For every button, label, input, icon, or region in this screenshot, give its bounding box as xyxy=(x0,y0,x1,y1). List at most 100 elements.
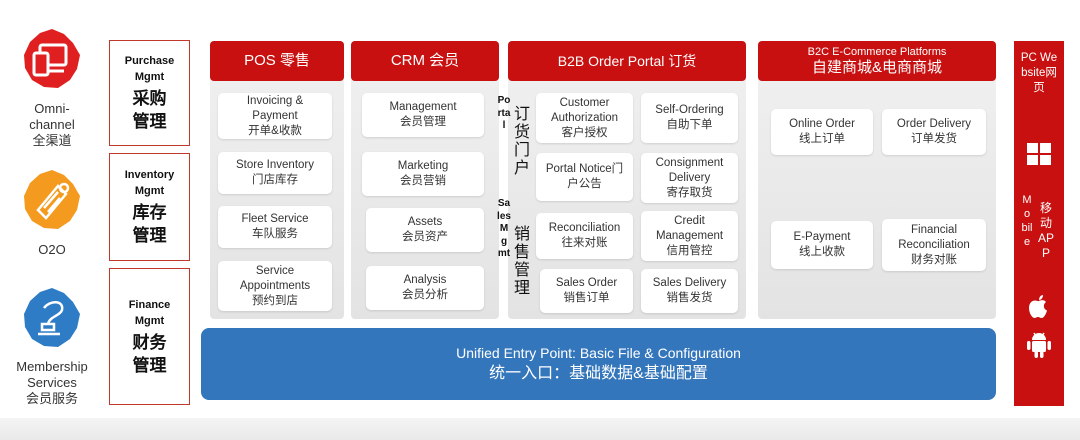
pos-panel: POS 零售 Invoicing & Payment 开单&收款 Store I… xyxy=(210,41,344,319)
pos-item-zh: 车队服务 xyxy=(252,228,298,240)
mobile-label-en: Mobile xyxy=(1021,194,1033,248)
channel-o2o-label: O2O xyxy=(38,242,66,257)
inventory-mgmt-box: Inventory Mgmt 库存 管理 xyxy=(109,153,190,261)
b2b-item-consignment-delivery: Consignment Delivery 寄存取货 xyxy=(641,153,738,203)
crm-panel: CRM 会员 Management 会员管理 Marketing 会员营销 As… xyxy=(351,41,499,319)
b2c-panel: B2C E-Commerce Platforms 自建商城&电商商城 Onlin… xyxy=(758,41,996,319)
crm-item-en: Analysis xyxy=(403,274,447,286)
finance-mgmt-en-1: Finance xyxy=(128,298,171,311)
pos-item-en-1: Store Inventory xyxy=(236,159,314,171)
b2c-item-zh: 线上收款 xyxy=(799,246,845,258)
finance-mgmt-en-2: Mgmt xyxy=(134,314,165,327)
floor-shadow xyxy=(0,418,1080,440)
b2b-item-sales-delivery: Sales Delivery 销售发货 xyxy=(641,269,738,313)
crm-item-en: Marketing xyxy=(397,160,449,172)
pos-item-en-2: Appointments xyxy=(239,279,311,292)
b2c-item-en-1: Financial xyxy=(910,223,958,236)
b2b-sales-label-zh: 销售管理 xyxy=(513,226,530,297)
pos-item-en-1: Invoicing & xyxy=(246,94,304,107)
channel-omni-label-zh: 全渠道 xyxy=(32,133,72,148)
b2c-item-en-2: Reconciliation xyxy=(898,238,970,251)
pos-item-zh: 门店库存 xyxy=(252,174,298,186)
inventory-mgmt-en-2: Mgmt xyxy=(134,185,165,197)
b2b-header: B2B Order Portal 订货 xyxy=(508,41,746,81)
b2b-item-en-1: Consignment xyxy=(655,156,724,169)
b2b-item-en-1: Credit xyxy=(674,214,705,227)
b2b-item-zh: 往来对账 xyxy=(561,237,608,249)
purchase-mgmt-en-2: Mgmt xyxy=(134,71,165,83)
channel-membership-label-en-1: Membership xyxy=(16,359,88,374)
crm-item-zh: 会员营销 xyxy=(400,175,446,187)
b2b-item-credit-management: Credit Management 信用管控 xyxy=(641,211,738,261)
inventory-mgmt-zh-2: 管理 xyxy=(132,226,167,245)
b2b-item-sales-order: Sales Order 销售订单 xyxy=(540,269,633,313)
b2b-item-en-2: Authorization xyxy=(550,111,619,124)
b2b-item-en-2: Delivery xyxy=(668,171,711,184)
b2b-title: B2B Order Portal 订货 xyxy=(557,52,697,69)
pc-website-label: PC Website网页 xyxy=(1020,52,1058,94)
scroll-icon xyxy=(24,170,80,229)
crm-item-marketing: Marketing 会员营销 xyxy=(362,152,484,196)
b2b-item-en-1: Customer xyxy=(559,96,610,109)
finance-mgmt-zh-1: 财务 xyxy=(132,332,167,352)
b2b-panel: B2B Order Portal 订货 Customer Authorizati… xyxy=(508,41,746,319)
channel-membership-label-zh: 会员服务 xyxy=(25,391,78,406)
crm-title: CRM 会员 xyxy=(390,52,460,69)
crm-item-zh: 会员管理 xyxy=(400,116,446,128)
finance-mgmt-box: Finance Mgmt 财务 管理 xyxy=(109,268,190,405)
android-icon xyxy=(1027,332,1051,358)
b2b-item-zh: 客户授权 xyxy=(561,126,608,139)
channel-omni-label-en-2: channel xyxy=(29,117,75,132)
b2c-item-financial-reconciliation: Financial Reconciliation 财务对账 xyxy=(882,219,986,271)
b2b-item-en-2: Management xyxy=(655,229,724,242)
b2b-item-en-1: Sales Order xyxy=(555,277,618,289)
b2b-item-en-1: Reconciliation xyxy=(548,222,621,234)
b2b-item-zh: 销售发货 xyxy=(666,292,713,304)
right-channel-bar: PC Website网页 Mobile 移动APP xyxy=(1014,41,1064,406)
windows-icon xyxy=(1027,143,1051,165)
b2b-item-customer-authorization: Customer Authorization 客户授权 xyxy=(536,93,633,143)
crm-item-en: Management xyxy=(389,101,457,113)
b2c-item-en-1: Order Delivery xyxy=(896,118,972,130)
purchase-mgmt-en-1: Purchase xyxy=(124,55,175,67)
b2c-title-en: B2C E-Commerce Platforms xyxy=(807,45,947,58)
b2b-item-zh: 销售订单 xyxy=(563,292,610,304)
crm-item-analysis: Analysis 会员分析 xyxy=(366,266,484,310)
b2c-header: B2C E-Commerce Platforms 自建商城&电商商城 xyxy=(758,41,996,81)
b2c-item-e-payment: E-Payment 线上收款 xyxy=(771,221,873,269)
purchase-mgmt-box: Purchase Mgmt 采购 管理 xyxy=(109,40,190,146)
crm-item-zh: 会员分析 xyxy=(402,289,448,301)
crm-header: CRM 会员 xyxy=(351,41,499,81)
unified-entry-zh: 统一入口：基础数据&基础配置 xyxy=(489,365,708,382)
pos-item-en-2: Payment xyxy=(252,109,298,122)
b2b-item-zh: 信用管控 xyxy=(666,244,713,257)
unified-entry-bar: Unified Entry Point: Basic File & Config… xyxy=(201,328,996,400)
channel-omni: Omni- channel 全渠道 xyxy=(0,27,104,149)
ink-pen-icon xyxy=(24,288,80,347)
pos-header: POS 零售 xyxy=(210,41,344,81)
b2b-item-en-1: Self-Ordering xyxy=(655,104,724,116)
b2b-item-zh: 自助下单 xyxy=(666,119,713,131)
pos-item-en-1: Service xyxy=(255,264,295,277)
b2b-item-zh: 户公告 xyxy=(567,178,602,190)
devices-icon xyxy=(24,29,80,88)
pos-item-service-appointments: Service Appointments 预约到店 xyxy=(218,261,332,311)
b2b-item-en-1: Sales Delivery xyxy=(652,277,727,289)
pos-title: POS 零售 xyxy=(244,52,310,69)
crm-item-zh: 会员资产 xyxy=(402,231,448,243)
b2b-portal-label-zh: 订货门户 xyxy=(513,106,530,177)
crm-item-assets: Assets 会员资产 xyxy=(366,208,484,252)
b2b-item-en-1: Portal Notice门 xyxy=(545,163,624,175)
channel-membership-label-en-2: Services xyxy=(27,375,77,390)
b2c-item-zh: 订单发货 xyxy=(911,133,957,145)
pos-item-en-1: Fleet Service xyxy=(241,213,309,225)
inventory-mgmt-en-1: Inventory xyxy=(124,169,175,181)
finance-mgmt-zh-2: 管理 xyxy=(132,355,167,375)
b2b-item-portal-notice: Portal Notice门 户公告 xyxy=(536,153,633,201)
unified-entry-en: Unified Entry Point: Basic File & Config… xyxy=(456,345,741,361)
b2c-item-online-order: Online Order 线上订单 xyxy=(771,109,873,155)
b2b-item-reconciliation: Reconciliation 往来对账 xyxy=(536,213,633,259)
b2c-item-en-1: E-Payment xyxy=(793,231,851,243)
purchase-mgmt-zh-2: 管理 xyxy=(132,112,167,131)
channel-membership: Membership Services 会员服务 xyxy=(0,286,104,407)
